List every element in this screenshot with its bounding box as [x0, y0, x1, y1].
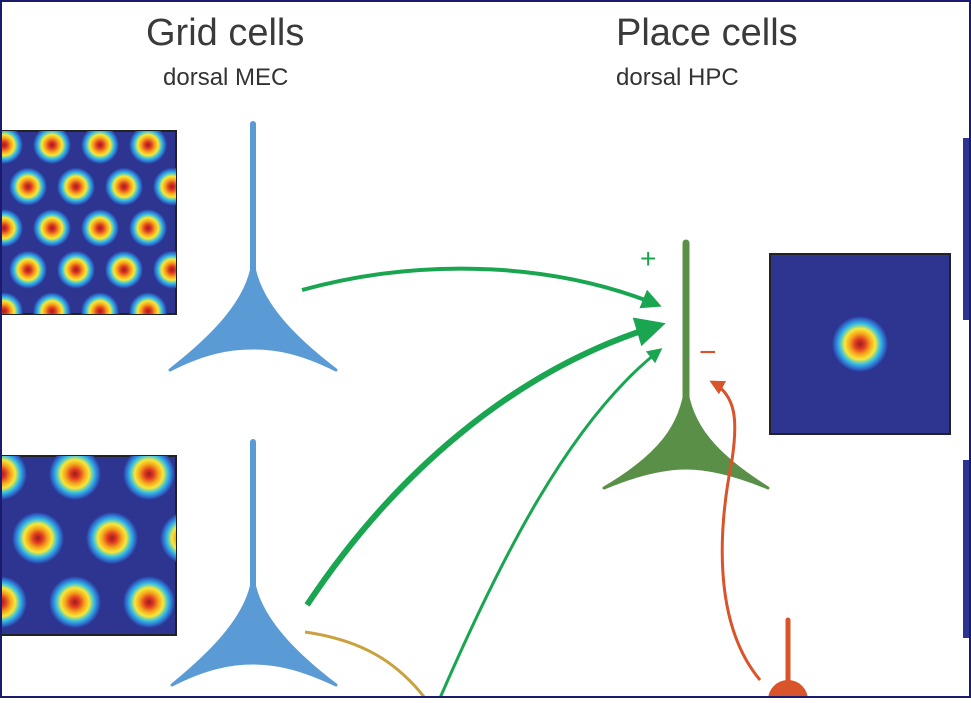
grid-field-small	[81, 292, 119, 314]
grid-field-small	[129, 131, 167, 164]
grid-field-small	[105, 167, 143, 206]
grid-field-small	[105, 84, 143, 122]
place-rate-map	[769, 253, 951, 435]
grid-field-large	[123, 576, 175, 629]
grid-field-small	[9, 167, 47, 206]
projection-to-interneuron	[304, 630, 427, 699]
grid-field-small	[0, 131, 23, 164]
grid-field-small	[57, 334, 95, 372]
grid-field-small	[129, 209, 167, 248]
grid-field-large	[86, 640, 138, 692]
grid-field-small	[0, 209, 23, 248]
grid-field-small	[81, 131, 119, 164]
grid-field-small	[129, 292, 167, 314]
grid-field-large	[12, 512, 64, 565]
grid-field-large	[49, 456, 101, 500]
grid-field-small	[57, 167, 95, 206]
grid-field-small	[105, 334, 143, 372]
grid-field-large	[197, 448, 249, 500]
grid-field-small	[57, 84, 95, 122]
place-cells-region: dorsal HPC	[616, 64, 739, 91]
grid-field-small	[201, 168, 239, 206]
grid-field-small	[177, 292, 215, 330]
partial-rate-map-bottom	[963, 460, 971, 638]
place-cells-title: Place cells	[616, 12, 798, 54]
grid-cells-region: dorsal MEC	[163, 64, 289, 91]
grid-field-large	[12, 640, 64, 692]
grid-field-small	[33, 209, 71, 248]
grid-cells-title: Grid cells	[146, 12, 305, 54]
grid-field-small	[105, 250, 143, 289]
place-neuron	[602, 239, 770, 490]
grid-rate-map-large	[0, 384, 249, 692]
grid-field-small	[81, 209, 119, 248]
grid-neuron-bottom	[170, 439, 338, 687]
grid-field-large	[0, 456, 27, 500]
excitatory-projection-bottom	[304, 317, 666, 607]
place-field	[832, 316, 888, 372]
excitatory-projection-lower	[438, 348, 663, 699]
grid-field-small	[0, 292, 23, 314]
grid-field-small	[177, 209, 215, 247]
grid-field-large	[12, 384, 64, 436]
grid-field-large	[49, 576, 101, 629]
grid-field-small	[57, 250, 95, 289]
grid-field-large	[160, 384, 212, 436]
grid-field-large	[160, 514, 176, 563]
grid-field-small	[201, 251, 239, 289]
grid-field-large	[86, 384, 138, 436]
inhibitory-projection	[709, 380, 762, 681]
partial-rate-map-top	[963, 138, 971, 320]
grid-field-large	[123, 456, 175, 500]
excitatory-projection-top	[301, 266, 662, 309]
grid-rate-map-small	[0, 84, 239, 372]
grid-field-small	[177, 126, 215, 164]
inhibitory-sign: −	[699, 336, 717, 369]
grid-neuron-top	[168, 121, 338, 372]
grid-field-small	[153, 334, 191, 372]
grid-field-small	[153, 167, 176, 206]
grid-field-small	[33, 292, 71, 314]
grid-field-small	[9, 334, 47, 372]
grid-field-large	[0, 576, 27, 629]
interneuron	[768, 617, 808, 703]
grid-field-small	[33, 131, 71, 164]
grid-field-large	[86, 512, 138, 565]
grid-field-small	[9, 84, 47, 122]
excitatory-sign: +	[640, 243, 656, 274]
grid-field-small	[9, 250, 47, 289]
grid-field-small	[153, 250, 176, 289]
